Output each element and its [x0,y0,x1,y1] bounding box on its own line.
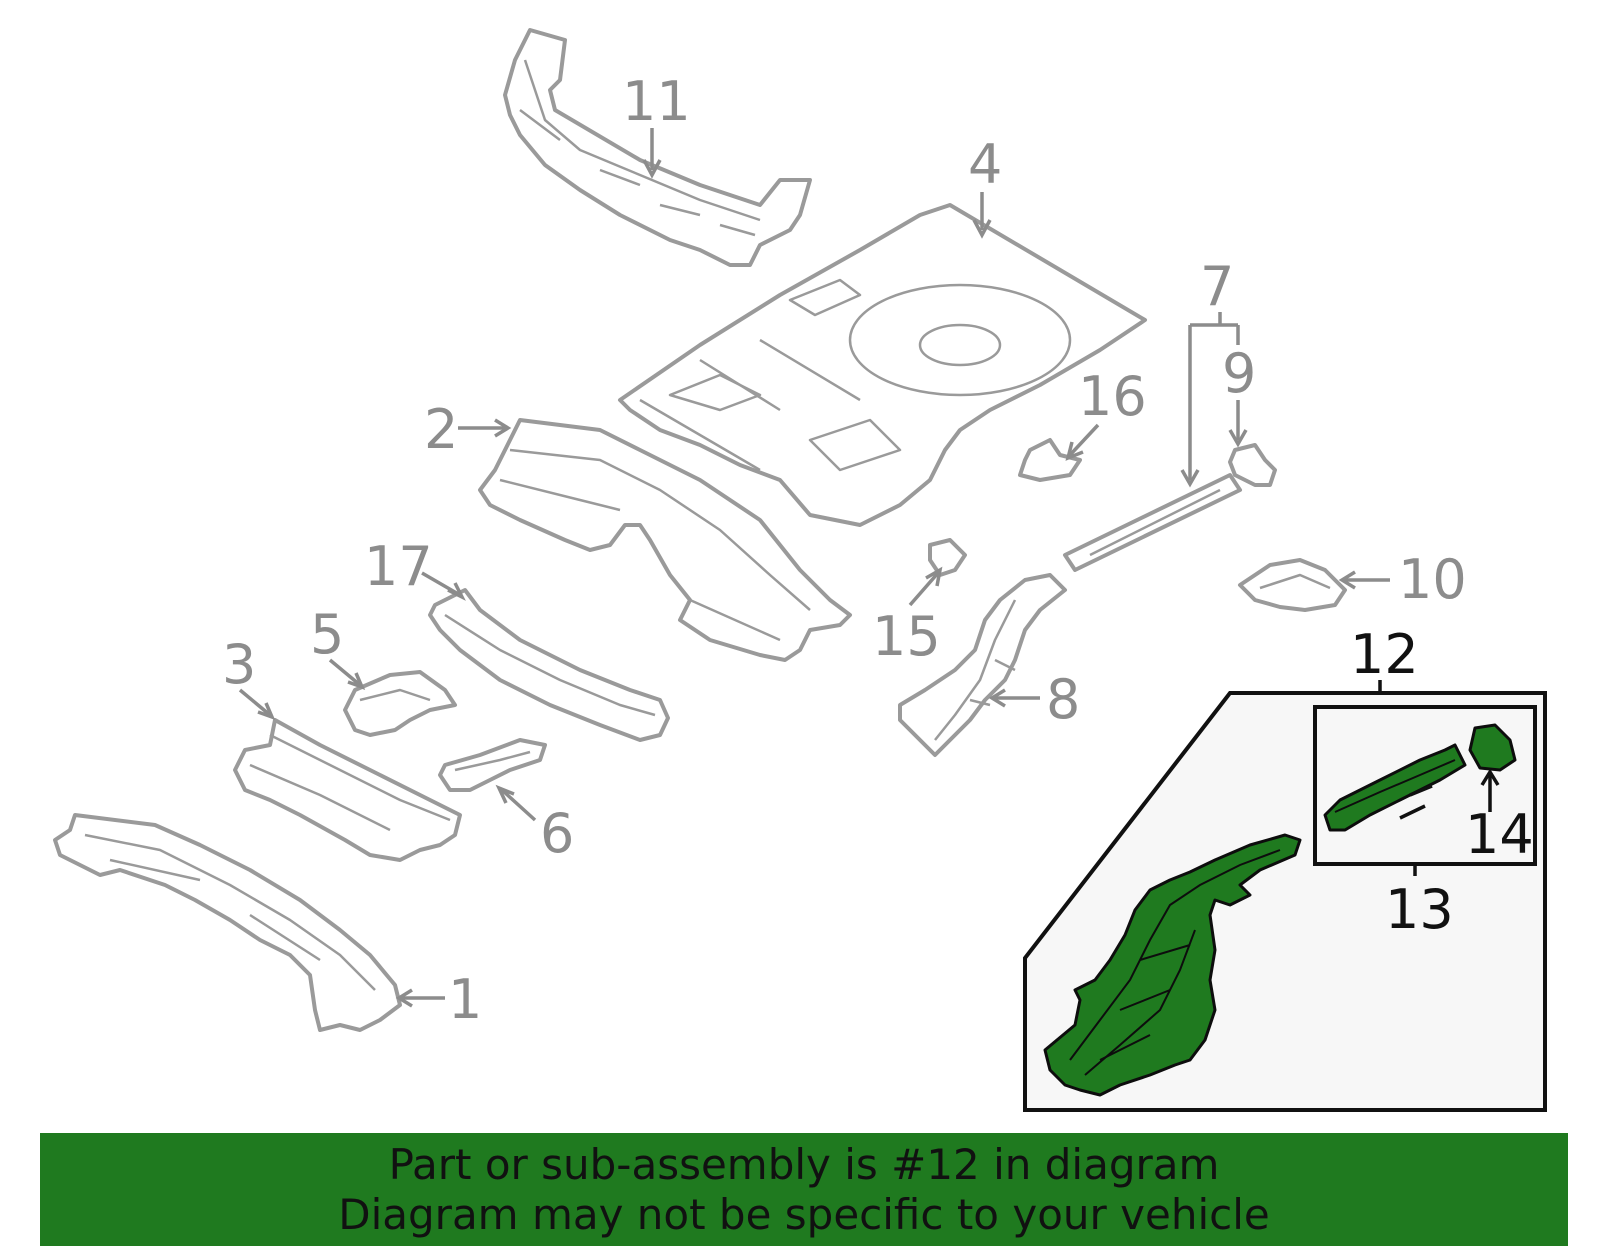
arrowhead-11 [642,159,662,179]
callout-16: 16 [1078,365,1147,428]
arrowhead-9 [1228,429,1248,448]
part-17-cross-rail[interactable] [428,588,670,742]
callout-6: 6 [540,802,574,865]
part-9-clip[interactable] [1228,443,1277,487]
arrowhead-2 [494,418,512,438]
callout-5: 5 [310,603,344,666]
part-16-bracket[interactable] [1018,438,1082,482]
part-13-studs [1399,784,1433,820]
callout-13: 13 [1385,878,1454,941]
part-6-bracket[interactable] [438,738,547,792]
subassembly-13-frame [1313,705,1537,866]
arrowhead-1 [395,988,413,1008]
part-1-front-member[interactable] [53,813,402,1032]
part-5-bracket[interactable] [343,670,457,737]
callout-11: 11 [622,70,691,133]
leader-15 [908,571,940,607]
part-8-side-rail[interactable] [898,573,1067,757]
arrowhead-15 [925,566,943,587]
callout-10: 10 [1398,548,1467,611]
part-15-clip[interactable] [928,538,967,577]
callout-1: 1 [448,968,482,1031]
part-13-reinforcement[interactable] [1323,743,1467,832]
leader-5 [328,658,362,687]
banner-line-1: Part or sub-assembly is #12 in diagram [388,1139,1220,1189]
part-7-rail[interactable] [1063,473,1242,572]
arrowhead-5 [347,672,366,690]
disclaimer-banner: Part or sub-assembly is #12 in diagram D… [40,1133,1568,1246]
callout-7: 7 [1200,255,1234,318]
banner-line-2: Diagram may not be specific to your vehi… [338,1189,1270,1239]
callout-14: 14 [1465,803,1534,866]
leader-7 [1188,312,1240,480]
leader-16 [1068,423,1100,457]
callout-2: 2 [424,398,458,461]
callout-3: 3 [222,633,256,696]
leader-3 [238,688,272,717]
part-3-panel[interactable] [233,718,462,862]
arrowhead-8 [988,688,1006,708]
part-12-quarter-inner-assembly[interactable] [1043,833,1302,1097]
arrowhead-10 [1338,570,1356,590]
callout-15: 15 [872,605,941,668]
arrowhead-6 [495,784,515,804]
callout-4: 4 [968,133,1002,196]
arrowhead-17 [447,582,466,601]
part-2-crossmember[interactable] [478,418,852,662]
part-4-rear-floor-pan[interactable] [618,203,1147,527]
leader-6 [500,788,537,822]
callout-12: 12 [1350,623,1419,686]
part-11-rear-panel[interactable] [503,28,812,267]
callout-17: 17 [364,535,433,598]
arrowhead-4 [972,219,992,239]
part-14-bracket[interactable] [1468,723,1517,772]
part-10-patch[interactable] [1238,558,1347,612]
arrowhead-3 [257,702,276,720]
arrowhead-14 [1480,768,1500,786]
arrowhead-7 [1180,469,1200,488]
arrowhead-16 [1065,441,1084,461]
callout-9: 9 [1222,342,1256,405]
callout-8: 8 [1046,668,1080,731]
